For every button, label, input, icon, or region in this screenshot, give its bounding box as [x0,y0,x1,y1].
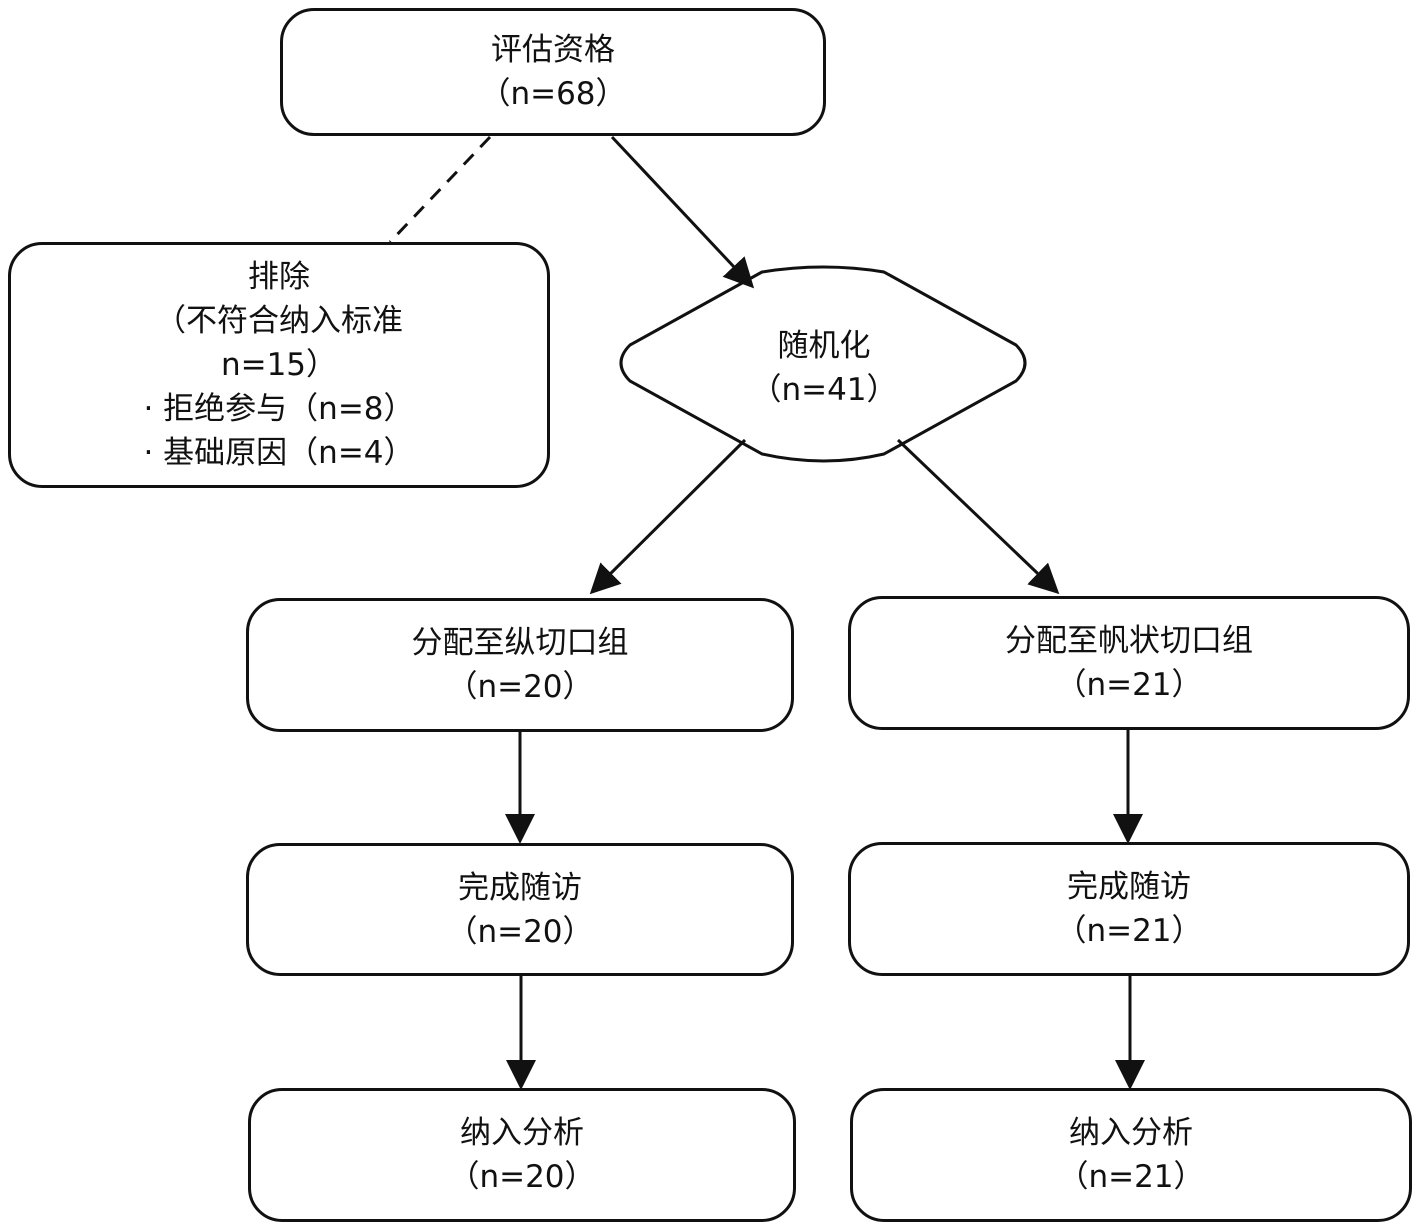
arrow-randomization-to-right-arm [896,438,1060,595]
exclusion-criteria-line2: n=15） [220,347,338,383]
left-followup-title: 完成随访 [458,869,582,906]
left-analysis-title: 纳入分析 [460,1115,584,1151]
randomization-title: 随机化 [777,328,871,364]
arrow-randomization-to-left-arm [589,438,747,595]
right-analysis-box: 纳入分析 （n=21） [850,1088,1412,1222]
randomization-count: （n=41） [750,372,898,408]
eligibility-box: 评估资格 （n=68） [280,8,826,136]
eligibility-count: （n=68） [479,76,627,112]
randomization-diamond [619,265,1027,463]
exclusion-box: 排除 （不符合纳入标准 n=15） · 拒绝参与（n=8） · 基础原因（n=4… [8,242,550,488]
right-analysis-count: （n=21） [1057,1159,1205,1195]
right-allocation-title: 分配至帆状切口组 [1005,623,1253,659]
exclusion-dashed-connector [388,135,492,244]
right-followup-title: 完成随访 [1067,869,1191,905]
left-followup-count: （n=20） [446,913,594,950]
left-allocation-title: 分配至纵切口组 [411,625,629,661]
right-followup-count: （n=21） [1055,913,1203,949]
left-followup-box: 完成随访 （n=20） [246,843,794,976]
right-analysis-title: 纳入分析 [1069,1115,1193,1151]
right-followup-box: 完成随访 （n=21） [848,842,1410,976]
left-allocation-box: 分配至纵切口组 （n=20） [246,598,794,732]
left-analysis-box: 纳入分析 （n=20） [248,1088,796,1222]
exclusion-title: 排除 [248,259,310,295]
exclusion-reason-declined: · 拒绝参与（n=8） [143,391,415,427]
randomization-label: 随机化 （n=41） [622,318,1026,418]
left-allocation-count: （n=20） [446,669,594,705]
exclusion-criteria-line1: （不符合纳入标准 [155,303,403,339]
exclusion-reason-baseline: · 基础原因（n=4） [143,435,415,471]
eligibility-title: 评估资格 [491,32,615,68]
arrow-eligibility-to-randomization [610,135,755,289]
left-analysis-count: （n=20） [448,1159,596,1195]
right-allocation-count: （n=21） [1055,667,1203,703]
right-allocation-box: 分配至帆状切口组 （n=21） [848,596,1410,730]
